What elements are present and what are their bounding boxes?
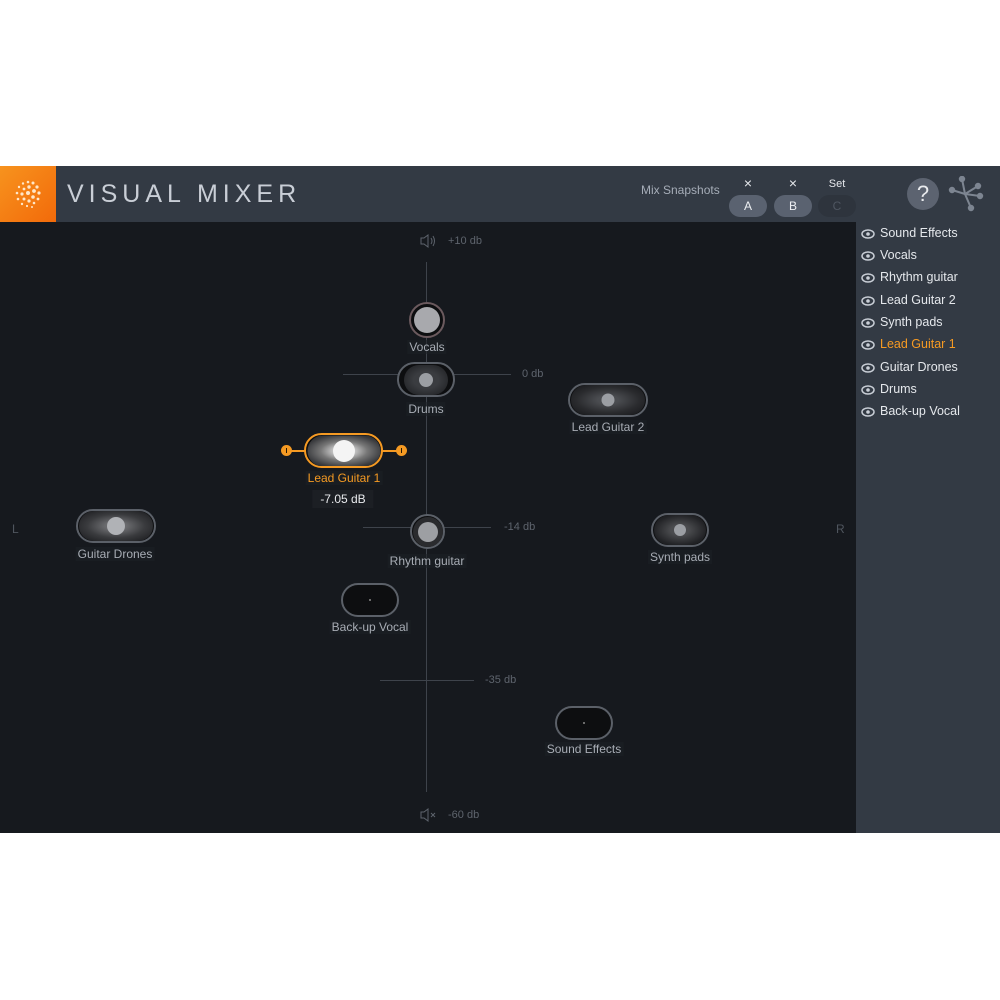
track-list-item-guitar-drones[interactable]: Guitar Drones [856,357,1000,379]
track-label-drums: Drums [406,402,446,416]
track-list-item-rhythm-guitar[interactable]: Rhythm guitar [856,267,1000,289]
snapshot-c-button[interactable]: C [818,195,856,217]
track-label-vocals: Vocals [407,340,447,354]
sound-effects-level-dot [583,722,585,724]
lead-guitar-1-level-dot [332,439,355,462]
track-list-label: Back-up Vocal [880,404,960,418]
app-title: VISUAL MIXER [67,180,302,208]
track-list-item-drums[interactable]: Drums [856,379,1000,401]
snapshot-b-button[interactable]: B [774,195,812,217]
track-list-label: Lead Guitar 2 [880,293,956,307]
visibility-eye-icon[interactable] [861,317,875,329]
track-list-label: Synth pads [880,315,943,329]
visibility-eye-icon[interactable] [861,384,875,396]
visibility-eye-icon[interactable] [861,406,875,418]
track-label-guitar-drones: Guitar Drones [75,547,155,561]
visibility-eye-icon[interactable] [861,228,875,240]
track-label-back-up-vocal: Back-up Vocal [329,620,411,634]
speaker-loud-icon [420,234,435,248]
snapshot-a-clear-button[interactable]: × [743,175,753,191]
track-list-label: Vocals [880,248,917,262]
routing-node-icon[interactable] [948,176,984,212]
mix-canvas[interactable]: +10 db 0 db -14 db -35 db -60 db L R Voc… [0,222,856,833]
snapshot-b: × B [773,176,813,217]
track-node-back-up-vocal[interactable] [341,583,399,617]
vocals-level-dot [414,307,440,333]
top-db-label: +10 db [448,235,482,247]
logo-dots-icon [15,180,41,208]
pan-right-label: R [836,522,845,536]
visibility-eye-icon[interactable] [861,250,875,262]
snapshot-a: × A [728,176,768,217]
lead-guitar-1-db-readout: -7.05 dB [312,490,374,508]
track-list-label: Drums [880,382,917,396]
track-node-lead-guitar-2[interactable] [568,383,648,417]
track-label-lead-guitar-1: Lead Guitar 1 [305,471,383,485]
track-label-lead-guitar-2: Lead Guitar 2 [569,420,647,434]
bottom-db-label: -60 db [448,809,480,821]
speaker-mute-icon [420,808,436,822]
track-node-guitar-drones[interactable] [76,509,156,543]
track-label-sound-effects: Sound Effects [544,742,624,756]
track-list-item-synth-pads[interactable]: Synth pads [856,312,1000,334]
synth-pads-level-dot [674,524,686,536]
snapshot-c-set-button[interactable]: Set [828,178,846,190]
visual-mixer-window: VISUAL MIXER Mix Snapshots × A × B Set C… [0,166,1000,833]
track-node-vocals[interactable] [409,302,445,338]
minus35-db-gridline [380,680,474,681]
lead-guitar-1-right-width-handle[interactable] [396,445,407,456]
track-list-label: Sound Effects [880,226,958,240]
lead-guitar-1-left-width-handle[interactable] [281,445,292,456]
track-node-rhythm-guitar[interactable] [410,514,445,549]
track-node-sound-effects[interactable] [555,706,613,740]
track-list-sidebar: Sound Effects Vocals Rhythm guitar Lead … [856,222,1000,833]
rhythm-guitar-level-dot [417,521,438,542]
izotope-logo [0,166,56,222]
track-list-label: Guitar Drones [880,360,958,374]
minus35-db-label: -35 db [485,674,517,686]
drums-level-dot [419,372,433,387]
snapshot-a-button[interactable]: A [729,195,767,217]
visibility-eye-icon[interactable] [861,339,875,351]
track-list-label: Lead Guitar 1 [880,337,956,351]
snapshot-c: Set C [817,176,857,217]
track-list-label: Rhythm guitar [880,270,958,284]
track-label-synth-pads: Synth pads [647,550,713,564]
mix-snapshots-label: Mix Snapshots [641,183,720,197]
track-list-item-sound-effects[interactable]: Sound Effects [856,223,1000,245]
track-node-lead-guitar-1[interactable] [304,433,383,468]
track-list-item-lead-guitar-2[interactable]: Lead Guitar 2 [856,290,1000,312]
track-list-item-back-up-vocal[interactable]: Back-up Vocal [856,401,1000,423]
visibility-eye-icon[interactable] [861,362,875,374]
visibility-eye-icon[interactable] [861,295,875,307]
help-button[interactable]: ? [907,178,939,210]
track-list-item-vocals[interactable]: Vocals [856,245,1000,267]
track-node-synth-pads[interactable] [651,513,709,547]
track-list-item-lead-guitar-1[interactable]: Lead Guitar 1 [856,334,1000,356]
back-up-vocal-level-dot [369,599,371,601]
header-bar: VISUAL MIXER Mix Snapshots × A × B Set C… [0,166,1000,222]
zero-db-label: 0 db [522,368,544,380]
guitar-drones-level-dot [107,517,125,535]
track-label-rhythm-guitar: Rhythm guitar [387,554,467,568]
visibility-eye-icon[interactable] [861,272,875,284]
pan-left-label: L [12,522,19,536]
snapshot-b-clear-button[interactable]: × [788,175,798,191]
lead-guitar-2-level-dot [601,393,615,407]
minus14-db-label: -14 db [504,521,536,533]
track-node-drums[interactable] [397,362,455,397]
